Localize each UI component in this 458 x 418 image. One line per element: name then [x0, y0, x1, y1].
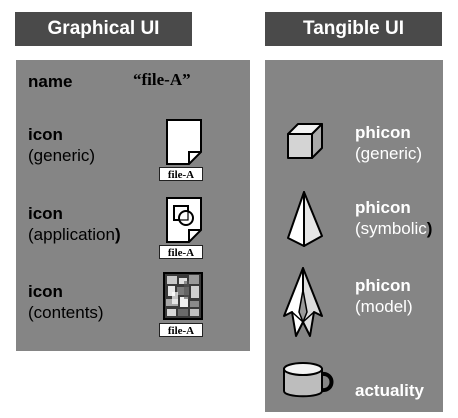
- gui-row-3-title: icon: [28, 282, 63, 301]
- gui-row-2-caption: file-A: [159, 245, 203, 259]
- gui-row-3-sub: (contents): [28, 303, 104, 322]
- gui-row-1-caption: file-A: [159, 167, 203, 181]
- gui-row-2-title: icon: [28, 204, 63, 223]
- tui-row-1-title: phicon: [355, 123, 411, 142]
- tui-row-4-title: actuality: [355, 381, 424, 400]
- building-model-icon: [283, 267, 323, 337]
- pyramid-icon: [287, 191, 323, 247]
- tui-row-2-sub-close: ): [426, 219, 433, 238]
- tui-row-1-sub: (generic): [355, 144, 423, 163]
- contents-thumbnail-icon: [163, 272, 203, 320]
- cup-icon: [283, 362, 334, 398]
- tangible-ui-header: Tangible UI: [265, 12, 442, 46]
- gui-row-2-sub-close: ): [114, 225, 121, 244]
- graphical-ui-panel: [16, 60, 250, 351]
- gui-row-3-caption: file-A: [159, 323, 203, 337]
- name-value: “file-A”: [133, 70, 191, 89]
- gui-row-1-title: icon: [28, 125, 63, 144]
- gui-row-1-sub: (generic): [28, 146, 96, 165]
- gui-row-2-sub-main: (application: [28, 225, 115, 244]
- tui-row-2-title: phicon: [355, 198, 411, 217]
- name-label: name: [28, 72, 73, 91]
- tui-row-2-sub: (symbolic): [355, 219, 432, 238]
- graphical-ui-header: Graphical UI: [15, 12, 192, 46]
- tui-row-3-sub: (model): [355, 297, 413, 316]
- generic-document-icon: [166, 119, 202, 165]
- application-document-icon: [166, 197, 202, 243]
- tui-row-2-sub-main: (symbolic: [355, 219, 427, 238]
- gui-row-2-sub: (application): [28, 225, 121, 244]
- tui-row-3-title: phicon: [355, 276, 411, 295]
- cube-icon: [287, 123, 323, 159]
